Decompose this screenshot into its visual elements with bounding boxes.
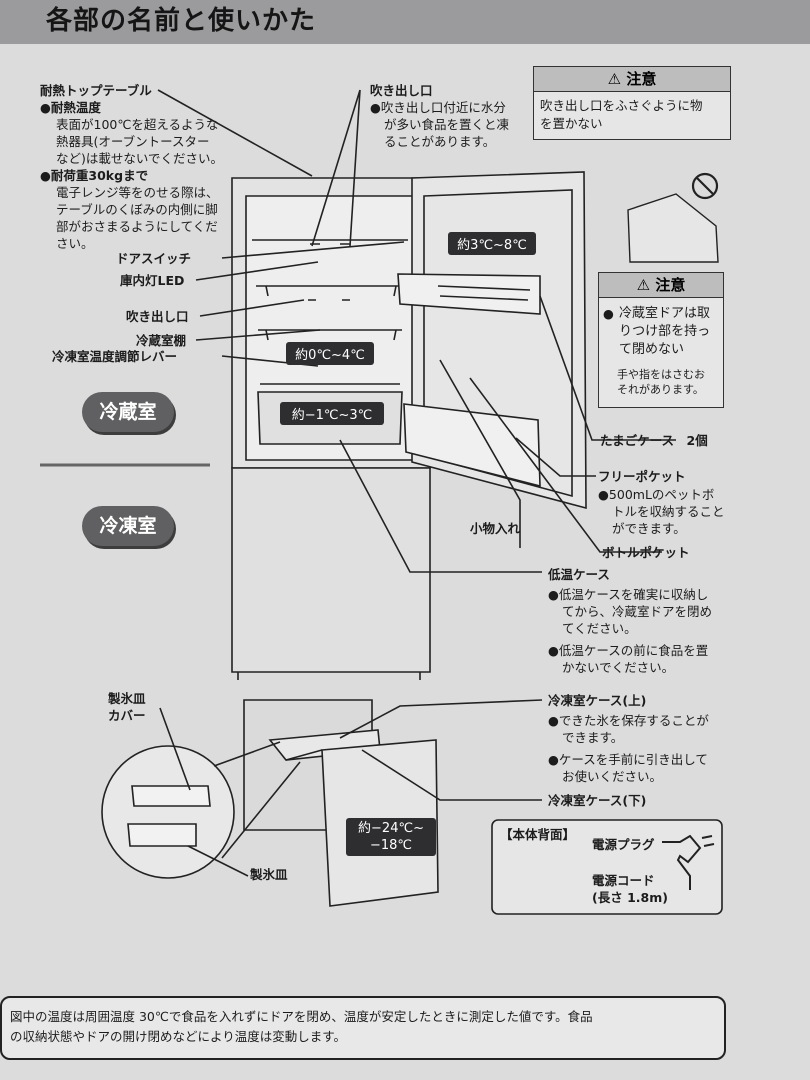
- label-outlet-top-line-3: ることがあります。: [384, 134, 496, 149]
- label-chilled-case: 低温ケース: [548, 567, 610, 582]
- label-top-table: 耐熱トップテーブル: [40, 83, 152, 98]
- caution2-line-3: て閉めない: [619, 342, 685, 357]
- temp-freezer-line-1: 約−24℃~: [358, 821, 424, 836]
- temp-chilled: 約−1℃~3℃: [280, 402, 384, 425]
- caution2-line-2: りつけ部を持っ: [619, 324, 711, 339]
- label-freezer-upper: 冷凍室ケース(上): [548, 693, 647, 708]
- section-freezer: 冷凍室: [82, 506, 174, 546]
- label-bottle-pocket: ボトルポケット: [602, 545, 690, 560]
- label-outlet-top-line-2: が多い食品を置くと凍: [384, 117, 510, 132]
- label-free-pocket-line-1: ●500mLのペットボ: [598, 487, 715, 502]
- label-ice-tray: 製氷皿: [250, 867, 288, 882]
- label-chilled-line-2: てから、冷蔵室ドアを閉め: [562, 604, 713, 619]
- label-small-items: 小物入れ: [470, 521, 521, 536]
- label-cord-2: (長さ 1.8m): [592, 890, 668, 905]
- caution2-sub-1: 手や指をはさむお: [617, 368, 705, 381]
- label-outlet-top-line-1: ●吹き出し口付近に水分: [370, 100, 506, 115]
- label-chilled-line-4: ●低温ケースの前に食品を置: [548, 643, 709, 658]
- label-free-pocket-line-2: トルを収納すること: [612, 504, 725, 519]
- label-load-line-3: 部がおさまるようにしてくだ: [56, 219, 218, 234]
- caution-box-door: ⚠ 注意 ● 冷蔵室ドアは取 りつけ部を持っ て閉めない 手や指をはさむお それ…: [598, 272, 724, 408]
- label-ice-cover-1: 製氷皿: [108, 691, 146, 706]
- caution-title: ⚠ 注意: [534, 67, 730, 92]
- caution-line-1: 吹き出し口をふさぐように物: [540, 98, 703, 113]
- back-panel-title: 【本体背面】: [500, 827, 576, 842]
- temp-fridge: 約0℃~4℃: [286, 342, 374, 365]
- caution2-title-text: 注意: [655, 276, 686, 294]
- label-ice-cover-2: カバー: [108, 708, 146, 723]
- label-shelf: 冷蔵室棚: [136, 333, 187, 348]
- temp-door: 約3℃~8℃: [448, 232, 536, 255]
- page-title: 各部の名前と使いかた: [46, 6, 317, 36]
- label-load-line-1: 電子レンジ等をのせる際は、: [56, 185, 219, 200]
- label-freezer-upper-line-3: ●ケースを手前に引き出して: [548, 752, 708, 767]
- label-free-pocket-line-3: ができます。: [612, 521, 686, 536]
- label-free-pocket: フリーポケット: [598, 469, 686, 484]
- label-heat-line-1: 表面が100℃を超えるような: [56, 117, 219, 132]
- caution-title-text: 注意: [626, 70, 657, 88]
- temp-freezer-line-2: −18℃: [369, 838, 413, 853]
- label-outlet-top: 吹き出し口: [370, 83, 433, 98]
- label-chilled-line-5: かないでください。: [562, 660, 675, 675]
- footer-line-1: 図中の温度は周囲温度 30℃で食品を入れずにドアを閉め、温度が安定したときに測定…: [10, 1009, 593, 1024]
- caution-line-2: を置かない: [540, 116, 603, 131]
- label-heat-title: ●耐熱温度: [40, 100, 101, 115]
- caution2-title: ⚠ 注意: [599, 273, 723, 298]
- label-load-line-2: テーブルのくぼみの内側に脚: [56, 202, 218, 217]
- label-chilled-line-3: てください。: [562, 621, 637, 636]
- temp-freezer: 約−24℃~ −18℃: [346, 818, 436, 856]
- label-heat-line-3: など)は載せないでください。: [56, 151, 224, 166]
- caution2-bullet: ●: [603, 306, 614, 321]
- caution2-sub-2: それがあります。: [617, 383, 704, 396]
- label-load-title: ●耐荷重30kgまで: [40, 168, 149, 183]
- label-outlet: 吹き出し口: [126, 309, 189, 324]
- label-freezer-upper-line-1: ●できた氷を保存することが: [548, 713, 709, 728]
- label-lever: 冷凍室温度調節レバー: [52, 349, 178, 364]
- caution2-line-1: 冷蔵室ドアは取: [619, 306, 711, 321]
- section-fridge: 冷蔵室: [82, 392, 174, 432]
- caution-box-outlet: ⚠ 注意 吹き出し口をふさぐように物 を置かない: [533, 66, 731, 140]
- footer-note: 図中の温度は周囲温度 30℃で食品を入れずにドアを閉め、温度が安定したときに測定…: [0, 996, 726, 1060]
- label-plug: 電源プラグ: [592, 837, 655, 852]
- label-freezer-lower: 冷凍室ケース(下): [548, 793, 647, 808]
- label-egg-case: たまごケース 2個: [600, 433, 708, 448]
- label-chilled-line-1: ●低温ケースを確実に収納し: [548, 587, 709, 602]
- label-door-switch: ドアスイッチ: [116, 251, 192, 266]
- label-freezer-upper-line-4: お使いください。: [562, 769, 663, 784]
- label-led: 庫内灯LED: [120, 273, 185, 288]
- footer-line-2: の収納状態やドアの開け閉めなどにより温度は変動します。: [10, 1029, 347, 1044]
- label-load-line-4: さい。: [56, 236, 94, 251]
- label-cord-1: 電源コード: [592, 873, 655, 888]
- label-freezer-upper-line-2: できます。: [562, 730, 624, 745]
- label-heat-line-2: 熱器具(オーブントースター: [56, 134, 210, 149]
- header-band: [0, 0, 810, 44]
